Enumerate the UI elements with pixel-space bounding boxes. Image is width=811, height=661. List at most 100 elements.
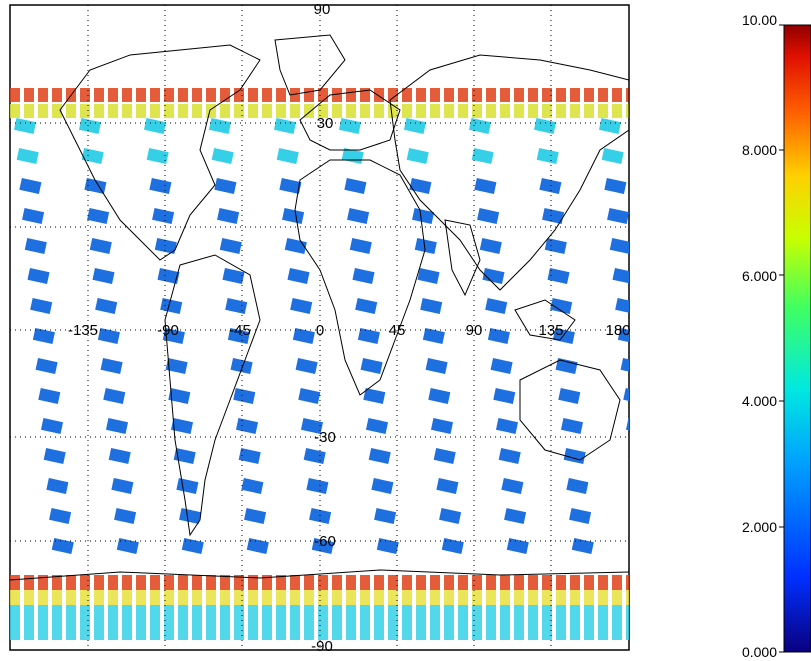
swath-segment [560,418,584,434]
polar-swath-segment [570,605,580,640]
swath-segment [355,298,378,314]
lon-label-m135: -135 [68,322,98,339]
polar-swath-segment [150,104,160,118]
polar-swath-segment [598,605,608,640]
swath-segment [487,328,510,344]
polar-swath-segment [234,605,244,640]
swath-segment [114,508,137,524]
polar-swath-segment [584,605,594,640]
polar-swath-segment [360,590,370,605]
swath-segment [344,178,367,194]
polar-swath-segment [318,605,328,640]
polar-swath-segment [402,605,412,640]
swath-segment [40,418,64,434]
swath-segment [179,508,202,524]
polar-swath-segment [360,575,370,590]
polar-swath-segment [430,575,440,590]
polar-swath-segment [276,605,286,640]
swath-segment [368,448,391,464]
swath-segment [637,538,659,554]
swath-segment [22,208,45,224]
polar-swath-segment [80,104,90,118]
polar-swath-segment [24,88,34,102]
polar-swath-segment [24,104,34,118]
polar-swath-segment [430,104,440,118]
polar-swath-segment [94,605,104,640]
polar-swath-segment [472,605,482,640]
polar-swath-segment [220,575,230,590]
swath-segment [430,418,454,434]
swath-segment [51,538,74,554]
polar-swath-segment [262,590,272,605]
swath-segment [569,508,592,524]
polar-swath-segment [80,590,90,605]
swath-segment [352,268,375,284]
swath-segment [623,388,629,404]
swath-segment [620,358,629,374]
swath-segment [143,118,167,134]
swath-segment [152,208,175,224]
swath-segment [403,118,427,134]
polar-swath-segment [38,605,48,640]
europe-outline [299,89,401,151]
polar-swath-segment [206,88,216,102]
polar-swath-segment [458,575,468,590]
swath-segment [95,298,118,314]
polar-swath-segment [318,88,328,102]
polar-swath-segment [514,104,524,118]
polar-swath-segment [542,88,552,102]
polar-swath-segment [486,104,496,118]
swath-segment [32,328,55,344]
polar-swath-segment [486,590,496,605]
polar-swath-segment [528,104,538,118]
polar-swath-segment [584,575,594,590]
polar-swath-segment [290,575,300,590]
polar-swath-segment [234,88,244,102]
colorbar-label-4: 4.000 [742,393,777,409]
polar-swath-segment [108,88,118,102]
polar-swath-segment [374,88,384,102]
swath-segment [420,298,443,314]
polar-swath-segment [52,605,62,640]
polar-swath-segment [556,104,566,118]
polar-swath-segment [388,590,398,605]
swath-segment [227,328,250,344]
polar-swath-segment [514,590,524,605]
swath-segment [504,508,527,524]
swath-segment [154,238,177,254]
polar-swath-segment [556,575,566,590]
polar-swath-segment [500,590,510,605]
swath-segment [474,178,497,194]
polar-swath-segment [220,605,230,640]
polar-swath-segment [402,575,412,590]
polar-swath-segment [556,590,566,605]
swath-segment [360,358,383,374]
polar-swath-segment [584,590,594,605]
north-america-outline [59,44,261,261]
polar-swath-segment [248,104,258,118]
polar-swath-segment [122,590,132,605]
swath-segment [208,118,232,134]
swath-segment [615,298,629,314]
swath-segment [539,178,562,194]
africa-outline [294,159,426,396]
polar-swath-segment [192,88,202,102]
polar-swath-segment [220,104,230,118]
indonesia-outline [514,299,576,341]
polar-swath-segment [444,575,454,590]
polar-swath-segment [66,104,76,118]
swath-segment [506,538,529,554]
swath-segment [35,358,58,374]
polar-swath-segment [612,104,622,118]
polar-swath-segment [108,605,118,640]
swath-segment [92,268,115,284]
polar-swath-segment [500,605,510,640]
swath-segment [439,508,462,524]
polar-swath-segment [486,575,496,590]
polar-swath-segment [528,88,538,102]
polar-swath-segment [598,590,608,605]
swath-segment [479,238,502,254]
polar-swath-segment [318,590,328,605]
polar-swath-segment [80,605,90,640]
coastlines [10,34,629,581]
